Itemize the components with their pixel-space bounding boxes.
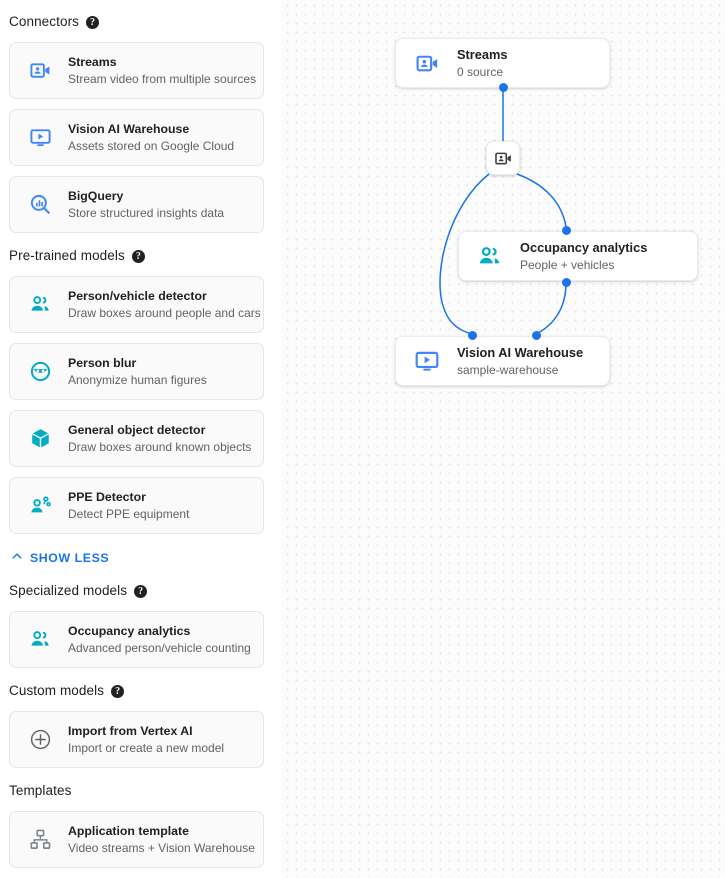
ppe-person-icon [28,494,52,518]
people-group-icon [28,628,52,652]
palette-card-application-template[interactable]: Application template Video streams + Vis… [9,811,264,868]
monitor-play-icon [28,126,52,150]
section-header-pre-trained-models: Pre-trained models ? [0,245,276,267]
graph-node-stream-badge[interactable] [486,141,520,175]
palette-card-streams[interactable]: Streams Stream video from multiple sourc… [9,42,264,99]
graph-node-occupancy-analytics[interactable]: Occupancy analytics People + vehicles [458,231,698,281]
help-icon[interactable]: ? [131,249,145,263]
section-title: Custom models [9,683,105,698]
card-subtitle: Store structured insights data [68,205,225,220]
card-title: Application template [68,823,189,838]
input-port-vision-ai-warehouse-left[interactable] [468,331,477,340]
section-header-custom-models: Custom models ? [0,680,276,702]
card-title: Person blur [68,355,137,370]
card-subtitle: Assets stored on Google Cloud [68,138,235,153]
card-subtitle: Video streams + Vision Warehouse [68,840,255,855]
node-title: Occupancy analytics [520,239,648,255]
graph-canvas-wrapper: Streams 0 source Occupancy analytics Peo… [276,0,725,878]
card-subtitle: Draw boxes around people and cars [68,305,261,320]
input-port-occupancy-analytics[interactable] [562,226,571,235]
people-group-icon [477,243,503,269]
palette-card-general-object-detector[interactable]: General object detector Draw boxes aroun… [9,410,264,467]
node-title: Vision AI Warehouse [457,344,584,360]
card-title: Occupancy analytics [68,623,191,638]
section-title: Templates [9,783,72,798]
card-title: General object detector [68,422,206,437]
node-subtitle: People + vehicles [520,257,615,272]
node-subtitle: 0 source [457,64,504,79]
section-header-connectors: Connectors ? [0,11,276,33]
component-palette-sidebar: Connectors ? Streams Stream video from m… [0,0,276,878]
section-title: Specialized models [9,583,128,598]
palette-card-person-blur[interactable]: Person blur Anonymize human figures [9,343,264,400]
card-title: PPE Detector [68,489,146,504]
chevron-up-icon [10,549,24,568]
palette-card-person-vehicle-detector[interactable]: Person/vehicle detector Draw boxes aroun… [9,276,264,333]
section-header-specialized-models: Specialized models ? [0,580,276,602]
card-title: Vision AI Warehouse [68,121,190,136]
graph-canvas[interactable]: Streams 0 source Occupancy analytics Peo… [282,0,725,878]
node-subtitle: sample-warehouse [457,362,559,377]
node-title: Streams [457,46,508,62]
hierarchy-icon [28,828,52,852]
card-subtitle: Detect PPE equipment [68,506,190,521]
card-title: BigQuery [68,188,124,203]
card-title: Person/vehicle detector [68,288,207,303]
palette-card-bigquery[interactable]: BigQuery Store structured insights data [9,176,264,233]
card-title: Import from Vertex AI [68,723,193,738]
graph-node-streams[interactable]: Streams 0 source [395,38,610,88]
bigquery-magnifier-icon [28,193,52,217]
help-icon[interactable]: ? [86,15,100,29]
show-less-label: SHOW LESS [30,551,110,565]
show-less-button[interactable]: SHOW LESS [0,548,276,568]
card-title: Streams [68,54,117,69]
face-blur-icon [28,360,52,384]
video-camera-person-icon [414,50,440,76]
graph-node-vision-ai-warehouse[interactable]: Vision AI Warehouse sample-warehouse [395,336,610,386]
video-camera-person-icon [494,152,511,164]
cube-box-icon [28,427,52,451]
monitor-play-icon [414,348,440,374]
help-icon[interactable]: ? [111,684,125,698]
card-subtitle: Advanced person/vehicle counting [68,640,251,655]
palette-card-ppe-detector[interactable]: PPE Detector Detect PPE equipment [9,477,264,534]
output-port-occupancy-analytics[interactable] [562,278,571,287]
people-group-icon [28,293,52,317]
card-subtitle: Import or create a new model [68,740,225,755]
help-icon[interactable]: ? [134,584,148,598]
card-subtitle: Stream video from multiple sources [68,71,257,86]
plus-circle-icon [28,728,52,752]
graph-edges [439,88,567,335]
card-subtitle: Draw boxes around known objects [68,439,252,454]
input-port-vision-ai-warehouse-right[interactable] [532,331,541,340]
section-header-templates: Templates [0,780,276,802]
palette-card-import-from-vertex-ai[interactable]: Import from Vertex AI Import or create a… [9,711,264,768]
video-camera-person-icon [28,59,52,83]
section-title: Pre-trained models [9,248,125,263]
section-title: Connectors [9,14,80,29]
palette-card-vision-ai-warehouse[interactable]: Vision AI Warehouse Assets stored on Goo… [9,109,264,166]
palette-card-occupancy-analytics[interactable]: Occupancy analytics Advanced person/vehi… [9,611,264,668]
card-subtitle: Anonymize human figures [68,372,207,387]
output-port-streams[interactable] [499,83,508,92]
